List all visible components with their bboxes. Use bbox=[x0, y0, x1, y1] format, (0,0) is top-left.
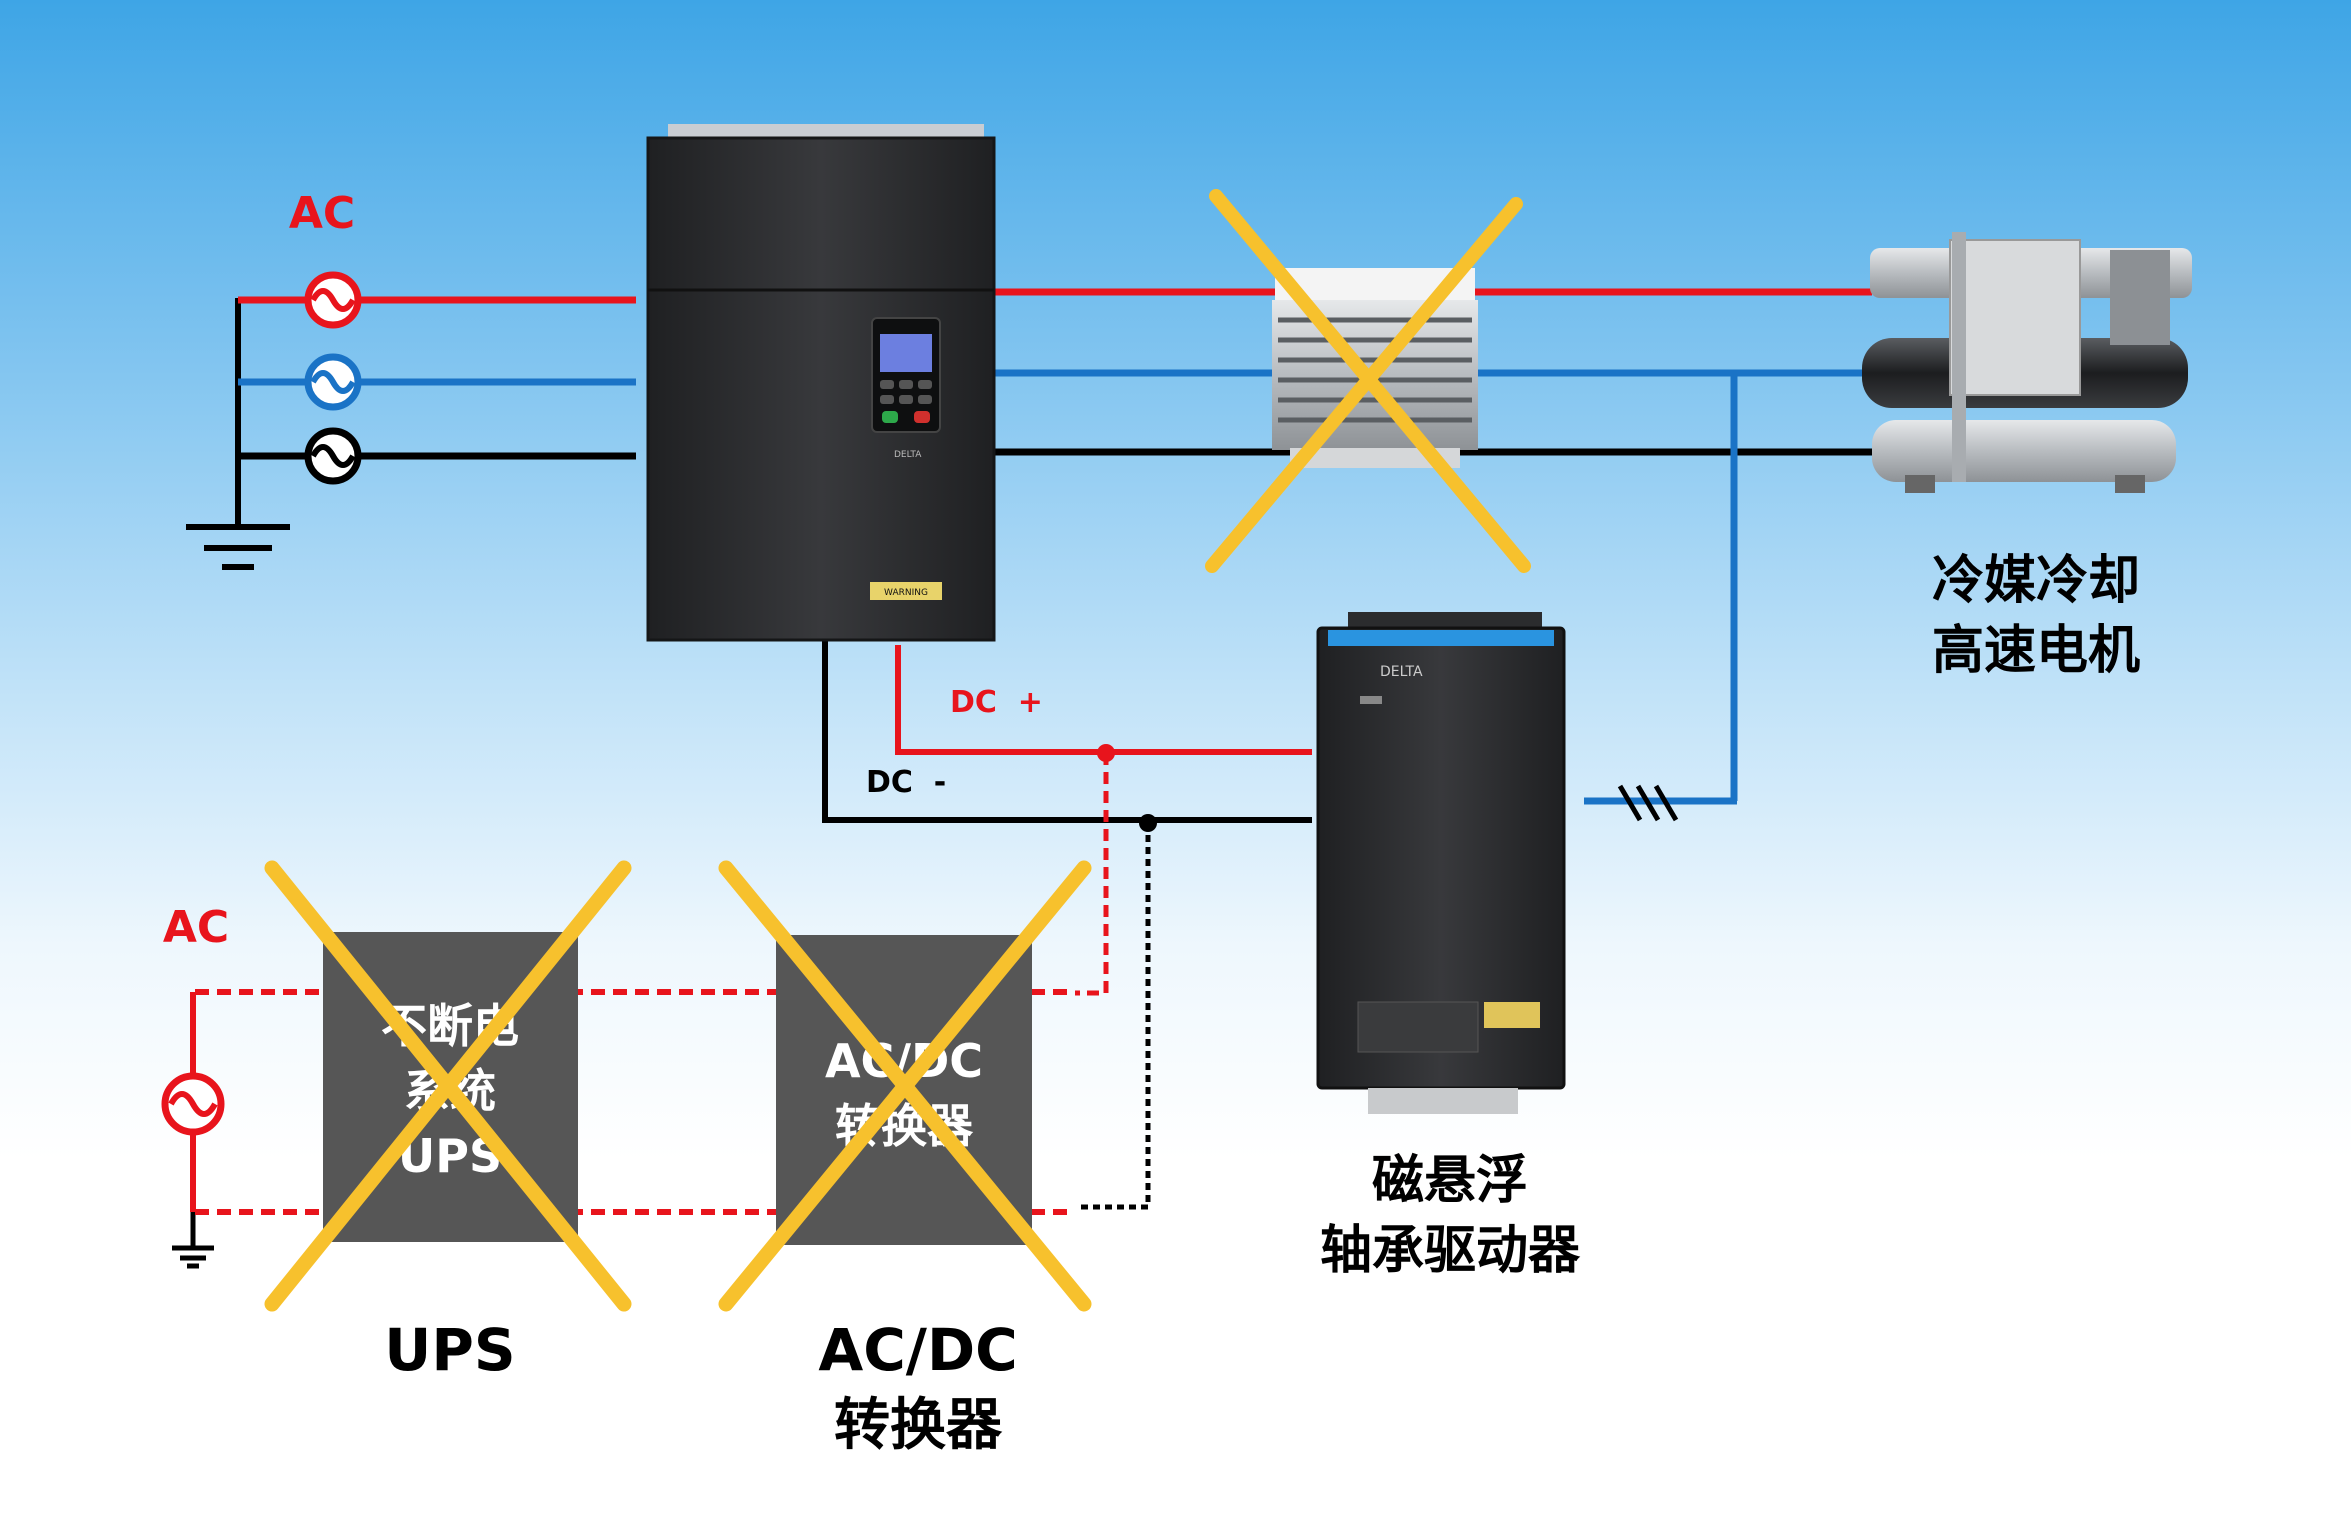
dc-bus: DC + DC - bbox=[822, 640, 1312, 1210]
ups-box: 不断电 系统 UPS UPS bbox=[264, 860, 632, 1384]
drive-warning-label: WARNING bbox=[884, 588, 928, 598]
acdc-caption-line1: AC/DC bbox=[818, 1316, 1017, 1384]
acdc-caption-line2: 转换器 bbox=[834, 1393, 1003, 1458]
vfd-drive: DELTA WARNING bbox=[646, 124, 996, 642]
ground-icon bbox=[172, 1245, 214, 1269]
acdc-box: AC/DC 转换器 AC/DC 转换器 bbox=[718, 860, 1092, 1458]
bearing-label-line2: 轴承驱动器 bbox=[1320, 1221, 1581, 1281]
ups-caption: UPS bbox=[384, 1316, 515, 1384]
bearing-driver: DELTA 磁悬浮 轴承驱动器 bbox=[1316, 612, 1581, 1281]
bearing-brand: DELTA bbox=[1380, 664, 1423, 680]
ac-label-top: AC bbox=[289, 188, 355, 239]
ac-source-top: AC bbox=[186, 188, 636, 570]
bearing-label-line1: 磁悬浮 bbox=[1372, 1151, 1528, 1211]
motor-label-line2: 高速电机 bbox=[1932, 621, 2140, 681]
chiller-motor: 冷媒冷却 高速电机 bbox=[1862, 232, 2192, 681]
dc-minus-label: DC - bbox=[866, 765, 946, 800]
ac-source-icon bbox=[304, 427, 362, 485]
three-phase-slash-icon bbox=[1617, 784, 1679, 822]
cross-mark-icon bbox=[264, 860, 632, 1312]
ac-label-bottom: AC bbox=[163, 902, 229, 953]
cross-mark-icon bbox=[1205, 189, 1531, 573]
ac-source-icon bbox=[304, 271, 362, 329]
ac-source-icon bbox=[161, 1072, 225, 1136]
ground-icon bbox=[186, 524, 290, 570]
ac-source-icon bbox=[304, 353, 362, 411]
cross-mark-icon bbox=[718, 860, 1092, 1312]
drive-brand: DELTA bbox=[894, 450, 922, 460]
dc-plus-label: DC + bbox=[950, 685, 1043, 720]
output-reactor bbox=[1205, 189, 1531, 573]
motor-label-line1: 冷媒冷却 bbox=[1932, 551, 2140, 611]
